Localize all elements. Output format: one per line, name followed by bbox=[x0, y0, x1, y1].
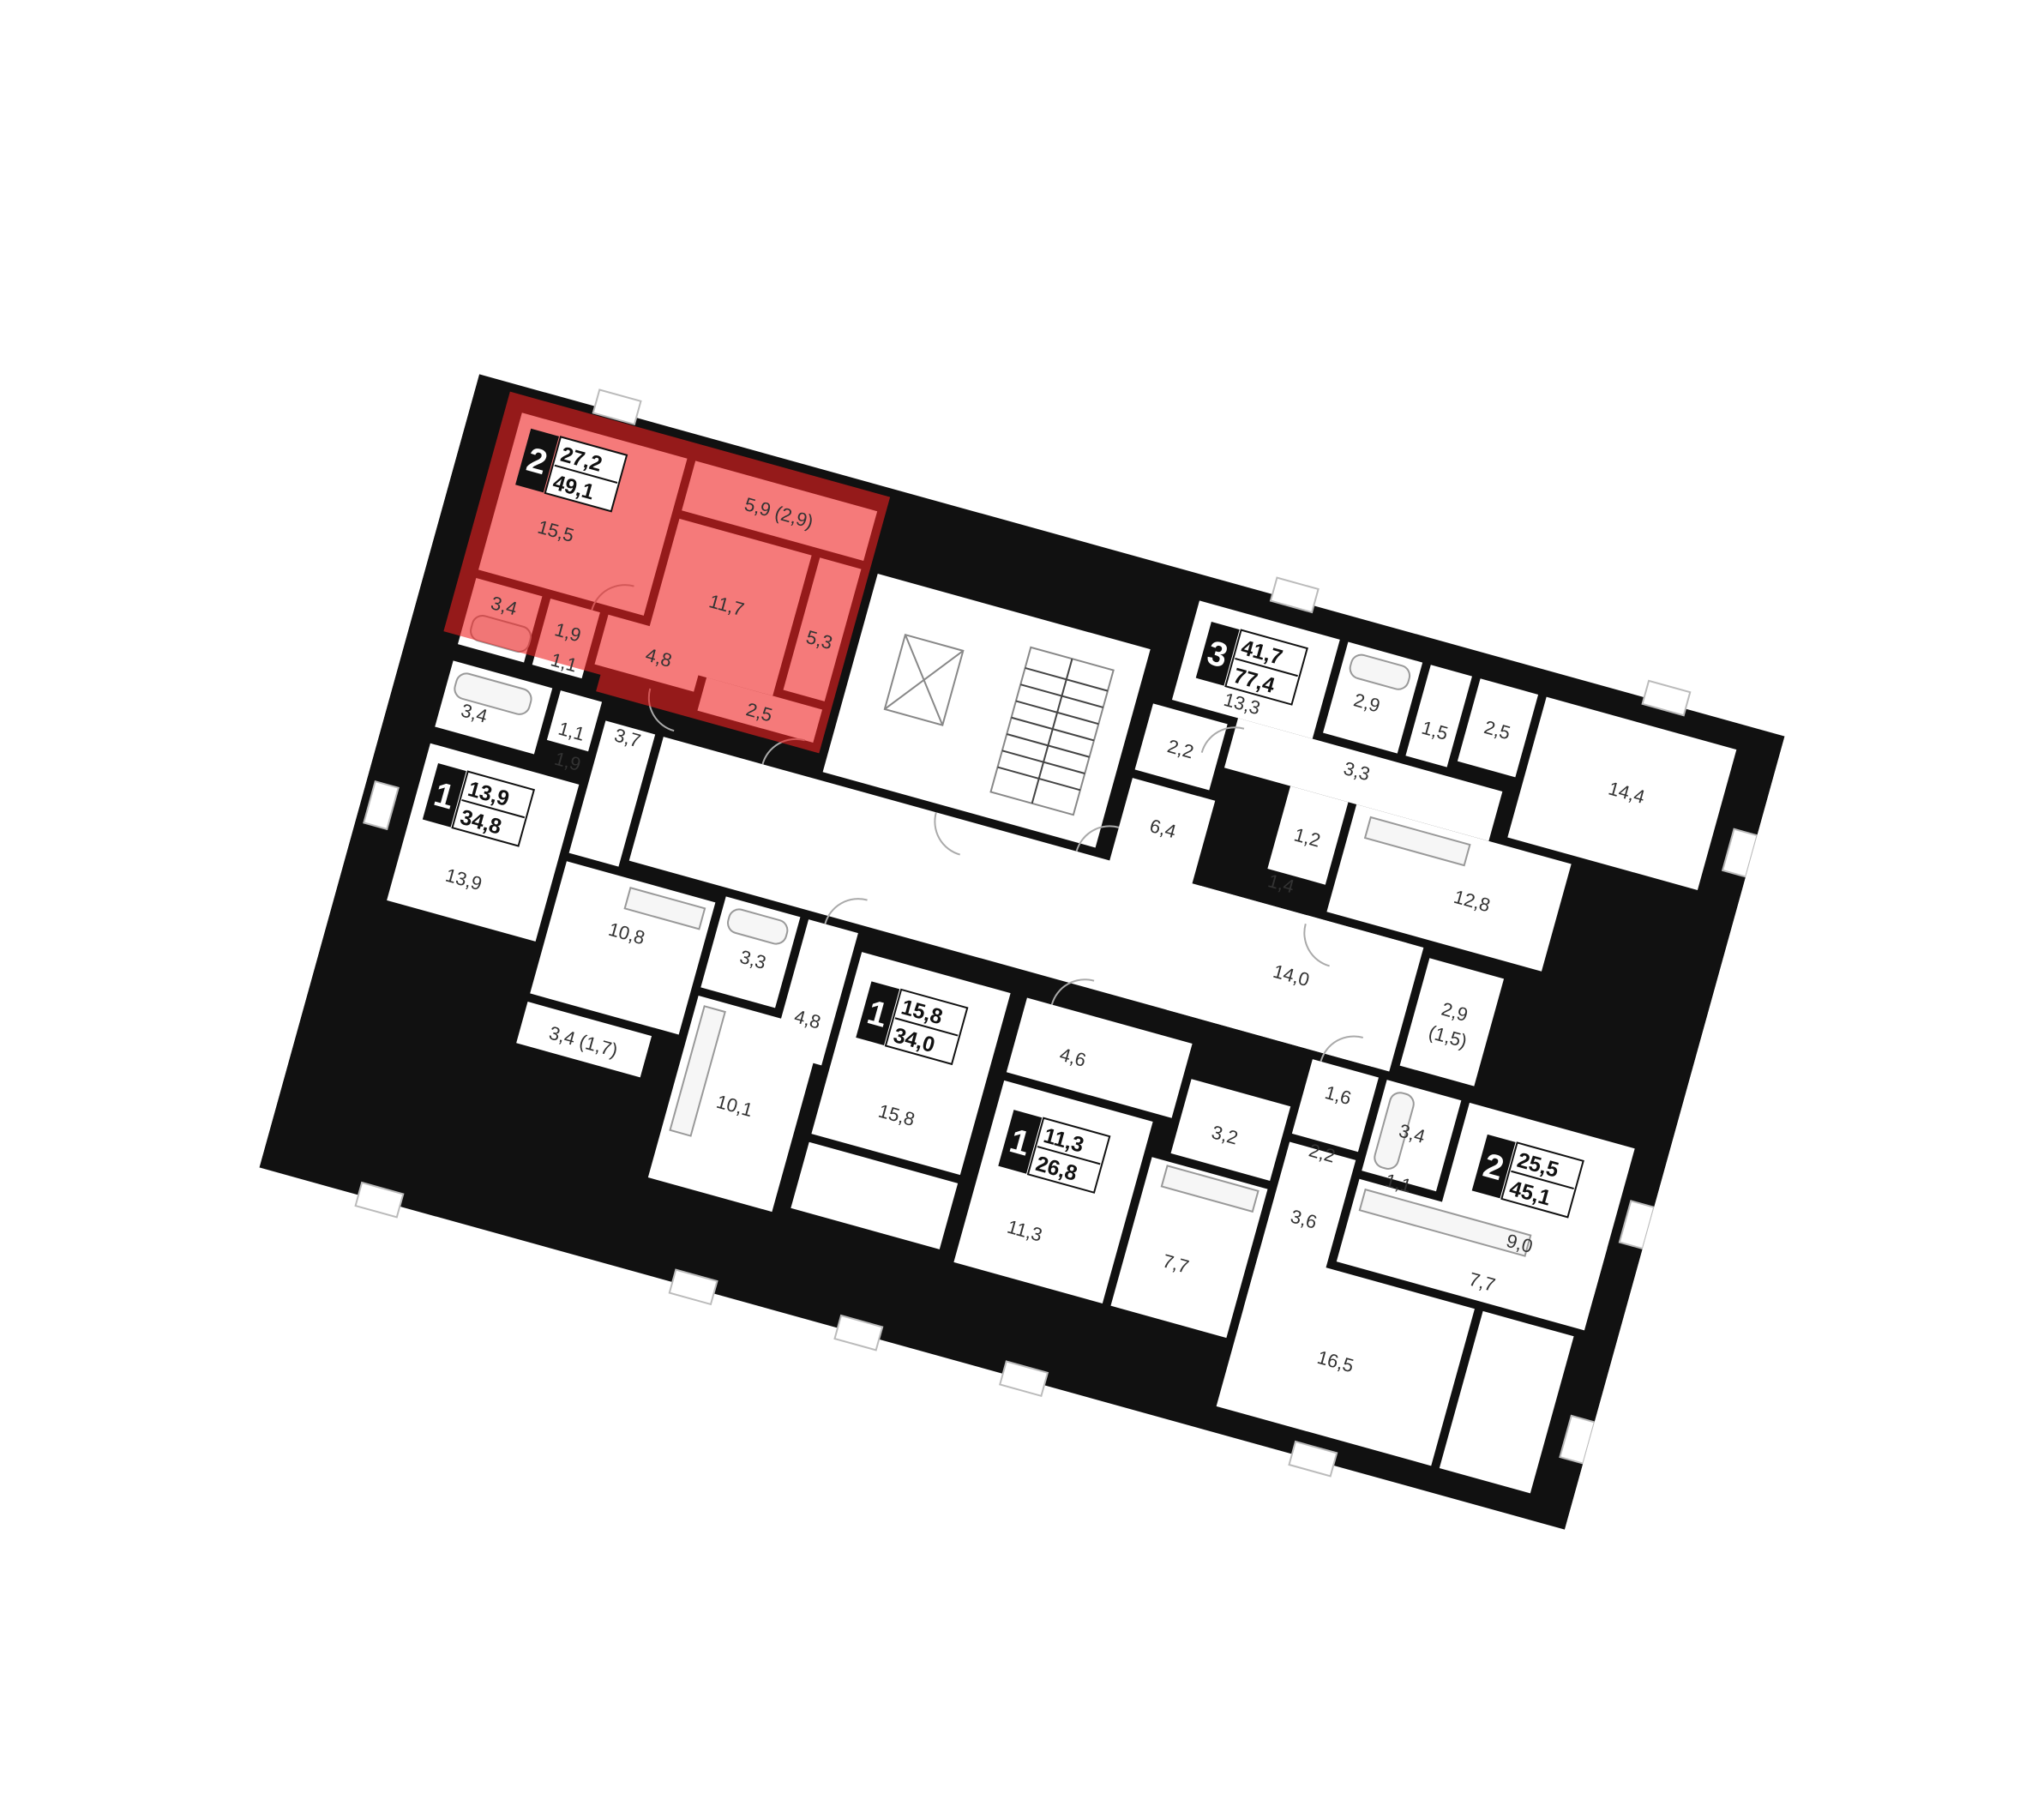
window bbox=[1721, 828, 1758, 878]
apartment-badge[interactable]: 2 27,2 49,1 bbox=[515, 428, 628, 513]
window bbox=[833, 1314, 884, 1352]
apartment-badge[interactable]: 1 11,3 26,8 bbox=[998, 1110, 1111, 1194]
room-closet-c bbox=[1134, 703, 1228, 791]
apartment-badge[interactable]: 1 15,8 34,0 bbox=[856, 981, 969, 1066]
window bbox=[1618, 1200, 1656, 1250]
room-wc-b bbox=[546, 690, 603, 752]
window bbox=[363, 780, 400, 831]
room-kitchen-c bbox=[1326, 804, 1572, 972]
window bbox=[1288, 1440, 1338, 1478]
room-loggia-f bbox=[1439, 1310, 1574, 1494]
door-arc bbox=[1075, 825, 1120, 852]
door-arc bbox=[1303, 923, 1330, 967]
floor-plan-svg: 2 27,2 49,1 3 41,7 77,4 1 13,9 34, bbox=[259, 374, 1785, 1530]
kitchen-counter bbox=[669, 1005, 726, 1137]
door-arc bbox=[1050, 978, 1095, 1005]
bathtub bbox=[726, 908, 789, 945]
room-living-f bbox=[1216, 1249, 1475, 1466]
staircase bbox=[976, 631, 1130, 827]
room-loggia-d bbox=[791, 1141, 959, 1249]
room-bed-c2 bbox=[1166, 885, 1424, 1072]
door-arc bbox=[1200, 726, 1245, 753]
window bbox=[592, 388, 642, 426]
window bbox=[668, 1268, 718, 1306]
door-arc bbox=[934, 812, 960, 856]
room-wc-c2 bbox=[1267, 786, 1349, 885]
window bbox=[999, 1360, 1049, 1398]
bathtub bbox=[1374, 1092, 1415, 1170]
room-hall-e bbox=[1006, 997, 1193, 1118]
window bbox=[1269, 576, 1320, 614]
apartment-badge[interactable]: 3 41,7 77,4 bbox=[1195, 622, 1308, 706]
room-closet-f bbox=[1291, 1059, 1379, 1153]
bathtub bbox=[1349, 653, 1411, 690]
room-bed-c1 bbox=[1507, 696, 1737, 890]
bathtub bbox=[454, 672, 532, 715]
room-hall-c bbox=[1107, 778, 1216, 892]
room-wc-c bbox=[1405, 665, 1472, 768]
window bbox=[1641, 679, 1692, 717]
room-hall-b bbox=[568, 720, 656, 867]
kitchen-counter bbox=[1358, 1188, 1532, 1257]
room-corridor-c bbox=[1223, 718, 1503, 841]
room-loggia-b bbox=[516, 1002, 652, 1078]
kitchen-counter bbox=[623, 887, 706, 930]
window bbox=[1559, 1414, 1596, 1465]
window bbox=[354, 1181, 405, 1219]
floor-plan: 2 27,2 49,1 3 41,7 77,4 1 13,9 34, bbox=[252, 349, 1791, 1554]
apartment-badge[interactable]: 1 13,9 34,8 bbox=[422, 763, 536, 847]
room-bath-e bbox=[1170, 1079, 1291, 1181]
door-arc bbox=[824, 898, 868, 924]
kitchen-counter bbox=[1363, 816, 1471, 867]
door-arc bbox=[1320, 1035, 1364, 1063]
room-storage-c bbox=[1457, 678, 1539, 778]
room-loggia-c bbox=[1399, 958, 1505, 1087]
kitchen-counter bbox=[1160, 1165, 1259, 1213]
